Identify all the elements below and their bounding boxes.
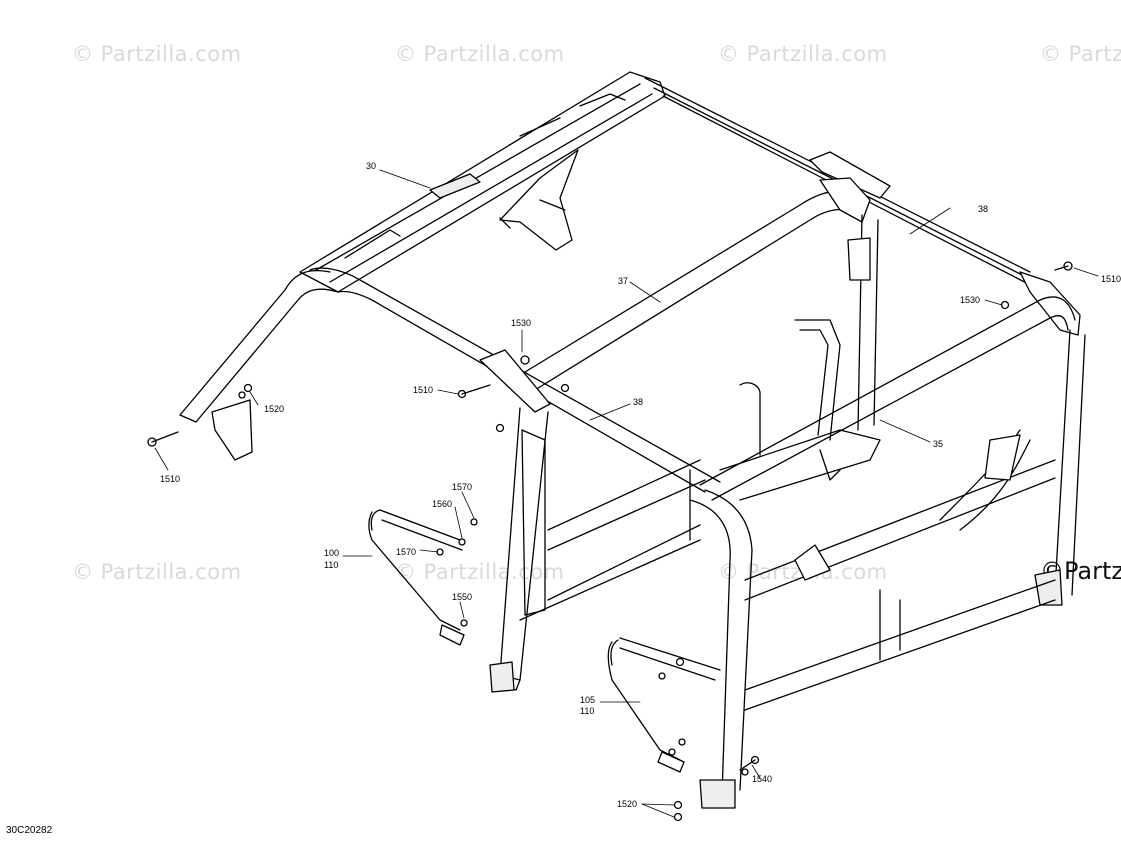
right-door-bar — [607, 637, 721, 773]
callout-38-mid: 38 — [633, 397, 644, 407]
far-right-pillar — [1034, 329, 1086, 606]
callout-1510-right: 1510 — [1101, 274, 1121, 284]
watermark: © Partzilla.com — [1040, 42, 1121, 66]
watermark: © Partzilla.com — [72, 42, 242, 66]
callout-1530-right: 1530 — [960, 295, 981, 305]
right-rear-pillar — [847, 214, 879, 431]
callout-1510-left: 1510 — [160, 474, 181, 484]
left-door-bar — [368, 509, 465, 646]
lower-frame-left — [519, 459, 706, 621]
callout-1520-left: 1520 — [264, 404, 285, 414]
rear-seat-frame — [719, 319, 881, 501]
callout-1520-bottom: 1520 — [617, 799, 638, 809]
callout-1560: 1560 — [432, 499, 453, 509]
callout-105: 105 — [580, 695, 596, 705]
rear-lower-tube — [699, 296, 1076, 501]
callout-35: 35 — [933, 439, 944, 449]
middle-pillar — [689, 489, 753, 809]
callout-38-top: 38 — [978, 204, 989, 214]
watermark: © Partzilla.com — [395, 560, 565, 584]
hardware-bolts — [147, 261, 1073, 822]
leader-lines — [154, 169, 1099, 818]
callout-1570-b: 1570 — [396, 547, 417, 557]
diagram-code: 30C20282 — [6, 825, 53, 836]
callout-100: 100 — [324, 548, 340, 558]
watermark: © Partzilla.com — [72, 560, 242, 584]
callout-1570-a: 1570 — [452, 482, 473, 492]
front-crossbar — [309, 267, 721, 493]
watermark: © Partzilla.com — [395, 42, 565, 66]
center-front-pillar — [489, 407, 549, 693]
callout-110-b: 110 — [580, 706, 595, 716]
callout-1530-center: 1530 — [511, 318, 532, 328]
lower-frame-right — [744, 429, 1056, 711]
callout-1510-center: 1510 — [413, 385, 434, 395]
roof-gusset — [499, 149, 579, 251]
roof-front-panel — [299, 71, 666, 293]
callout-1540: 1540 — [752, 774, 773, 784]
left-front-pillar — [179, 269, 339, 461]
callout-30: 30 — [366, 161, 377, 171]
rear-upper-crossbar — [524, 177, 871, 391]
watermark: © Partzilla.com — [718, 42, 888, 66]
callout-37: 37 — [618, 276, 629, 286]
callout-110-a: 110 — [324, 560, 339, 570]
callout-1550: 1550 — [452, 592, 473, 602]
